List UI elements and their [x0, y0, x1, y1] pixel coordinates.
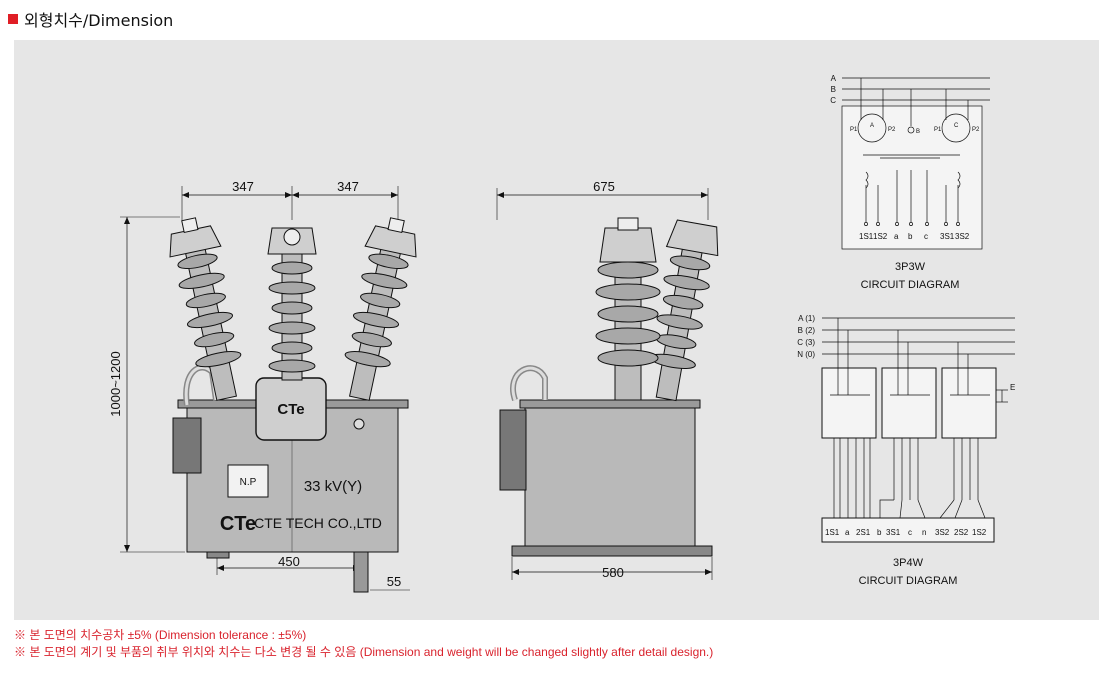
t-3s1: 3S1	[886, 528, 901, 537]
circuit-3p4w-labels: A (1) B (2) C (3) N (0) E 1S1 a 2S1 b 3S…	[797, 314, 1015, 587]
term-3s2: 3S2	[955, 232, 970, 241]
p2-left-label: P2	[888, 127, 896, 133]
dim-right-347: 347	[337, 179, 359, 194]
section-title-text: 외형치수/Dimension	[24, 11, 174, 30]
phase-c-label: C	[830, 96, 836, 105]
p1-right-label: P1	[934, 127, 942, 133]
diagram-3p3w-caption: CIRCUIT DIAGRAM	[861, 279, 960, 291]
term-b: b	[908, 232, 913, 241]
note-change: ※ 본 도면의 계기 및 부품의 취부 위치와 치수는 다소 변경 될 수 있음…	[14, 645, 714, 659]
nameplate-label: N.P	[240, 477, 257, 488]
t-3s2: 3S2	[935, 528, 950, 537]
p1-left-label: P1	[850, 127, 858, 133]
b-label: B	[916, 129, 920, 135]
earth-label: E	[1010, 383, 1015, 392]
dim-foot-55: 55	[387, 574, 401, 589]
t-c: c	[908, 528, 912, 537]
side-bushing-front	[595, 217, 661, 401]
dim-height: 1000~1200	[108, 351, 123, 416]
diagram-3p3w-name: 3P3W	[895, 261, 926, 273]
phase-b2-label: B (2)	[798, 326, 816, 335]
term-1s2: 1S2	[873, 232, 888, 241]
t-n: n	[922, 528, 926, 537]
circuit-3p3w	[841, 77, 990, 250]
front-view	[120, 186, 417, 593]
diagram-3p4w-caption: CIRCUIT DIAGRAM	[859, 575, 958, 587]
circuit-3p3w-labels: A B C P1 A P2 B P1 C P2 1S1 1S2 a b c 3S…	[830, 74, 980, 291]
t-2s1: 2S1	[856, 528, 871, 537]
dim-side-675: 675	[593, 179, 615, 194]
phase-a-label: A	[831, 74, 837, 83]
bushing-left	[169, 217, 242, 401]
side-bushing-right	[649, 219, 719, 402]
t-a: a	[845, 528, 850, 537]
dim-left-347: 347	[232, 179, 254, 194]
t-b: b	[877, 528, 882, 537]
phase-c3-label: C (3)	[797, 338, 815, 347]
bushing-center	[267, 227, 317, 381]
term-1s1: 1S1	[859, 232, 874, 241]
phase-b-label: B	[831, 85, 836, 94]
diagram-3p4w-name: 3P4W	[893, 557, 924, 569]
side-view	[496, 188, 719, 580]
phase-n0-label: N (0)	[797, 350, 815, 359]
section-title: 외형치수/Dimension	[8, 6, 173, 32]
p2-right-label: P2	[972, 127, 980, 133]
t-2s2: 2S2	[954, 528, 969, 537]
tolerance-notes: ※ 본 도면의 치수공차 ±5% (Dimension tolerance : …	[14, 627, 713, 661]
red-square-icon	[8, 14, 18, 24]
term-3s1: 3S1	[940, 232, 955, 241]
term-a: a	[894, 232, 899, 241]
note-tolerance: ※ 본 도면의 치수공차 ±5% (Dimension tolerance : …	[14, 628, 307, 642]
term-c: c	[924, 232, 928, 241]
cte-logo-top: CTe	[277, 401, 304, 418]
dim-base-450: 450	[278, 554, 300, 569]
t-1s1: 1S1	[825, 528, 840, 537]
circuit-3p4w	[821, 317, 1015, 543]
dim-side-580: 580	[602, 565, 624, 580]
t-1s2: 1S2	[972, 528, 987, 537]
cte-logo-front: CTe	[220, 513, 256, 535]
c-ct-label: C	[954, 123, 959, 129]
a-ct-label: A	[870, 123, 874, 129]
phase-a1-label: A (1)	[798, 314, 815, 323]
voltage-label: 33 kV(Y)	[304, 478, 362, 495]
bushing-right	[344, 217, 417, 401]
company-name: CTE TECH CO.,LTD	[254, 515, 382, 531]
